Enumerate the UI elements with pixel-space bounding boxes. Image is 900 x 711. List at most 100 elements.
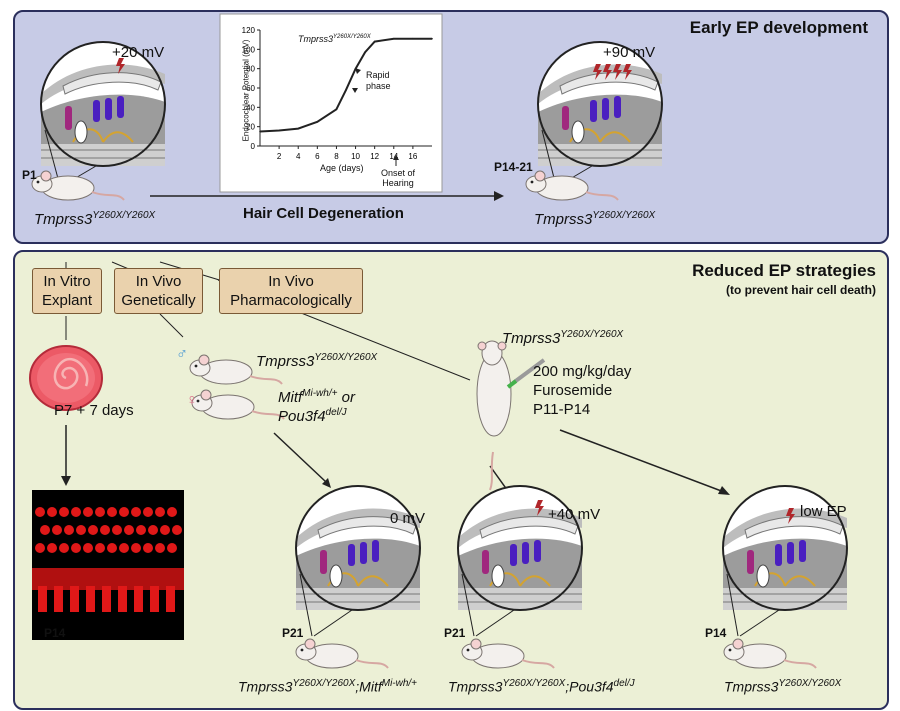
ihc-fluorescence: [86, 586, 95, 612]
x-tick-label: 14: [389, 152, 398, 161]
ohc-fluorescence: [35, 507, 45, 517]
ohc-fluorescence: [167, 507, 177, 517]
x-tick-label: 10: [351, 152, 360, 161]
y-tick-label: 40: [246, 103, 255, 112]
ohc-fluorescence: [100, 525, 110, 535]
ep-data-point: [392, 37, 395, 40]
drug-label: Furosemide: [533, 382, 613, 399]
result-1-voltage: 0 mV: [390, 510, 426, 527]
ohc-fluorescence: [131, 543, 141, 553]
y-tick-label: 0: [251, 142, 256, 151]
y-tick-label: 120: [242, 26, 256, 35]
ohc-fluorescence: [148, 525, 158, 535]
explant-age-label: P14: [44, 626, 66, 640]
ep-data-point: [297, 127, 300, 130]
ohc-fluorescence: [119, 543, 129, 553]
x-tick-label: 2: [277, 152, 282, 161]
ohc-fluorescence: [131, 507, 141, 517]
ohc-fluorescence: [136, 525, 146, 535]
ohc-fluorescence: [76, 525, 86, 535]
result-1-age: P21: [282, 626, 304, 640]
ohc-fluorescence: [88, 525, 98, 535]
female-symbol: ♀: [186, 392, 198, 409]
hair-cell-degeneration-label: Hair Cell Degeneration: [243, 205, 404, 222]
male-genotype: Tmprss3Y260X/Y260X: [256, 352, 378, 370]
ep-data-point: [364, 51, 366, 54]
ep-data-point: [259, 130, 261, 133]
left-age-label: P1: [22, 168, 37, 182]
ohc-fluorescence: [83, 543, 93, 553]
x-tick-label: 6: [315, 152, 320, 161]
ep-curve: [259, 37, 432, 133]
ohc-fluorescence: [47, 543, 57, 553]
ep-data-point: [335, 108, 338, 111]
ihc-fluorescence: [150, 586, 159, 612]
result-2-genotype: Tmprss3Y260X/Y260X;Pou3f4del/J: [448, 678, 635, 695]
x-tick-label: 8: [334, 152, 339, 161]
syringe-icon: [506, 358, 546, 389]
female-genotype-1: MitfMi-wh/+ or: [278, 388, 355, 406]
right-genotype: Tmprss3Y260X/Y260X: [534, 210, 656, 228]
result-3-voltage: low EP: [800, 503, 847, 520]
result-3-genotype: Tmprss3Y260X/Y260X: [724, 678, 842, 695]
ohc-fluorescence: [112, 525, 122, 535]
ohc-fluorescence: [47, 507, 57, 517]
result-3-age: P14: [705, 626, 727, 640]
early-ep-title: Early EP development: [689, 18, 868, 37]
ohc-fluorescence: [59, 543, 69, 553]
ohc-fluorescence: [155, 543, 165, 553]
treated-mouse: [476, 340, 512, 491]
ihc-fluorescence: [166, 586, 175, 612]
y-tick-label: 100: [242, 45, 256, 54]
ohc-fluorescence: [95, 507, 105, 517]
ohc-fluorescence: [172, 525, 182, 535]
ohc-fluorescence: [40, 525, 50, 535]
result-2-age: P21: [444, 626, 466, 640]
ep-data-point: [431, 37, 433, 40]
ep-data-point: [278, 129, 280, 132]
result-2-voltage: +40 mV: [548, 506, 601, 523]
treatment-days-label: P11-P14: [533, 401, 591, 418]
ep-data-point: [412, 37, 414, 40]
ohc-fluorescence: [71, 543, 81, 553]
left-genotype: Tmprss3Y260X/Y260X: [34, 210, 156, 228]
ohc-fluorescence: [107, 543, 117, 553]
ohc-fluorescence: [155, 507, 165, 517]
ihc-band: [32, 568, 184, 590]
ohc-fluorescence: [119, 507, 129, 517]
right-voltage-label: +90 mV: [603, 44, 656, 61]
x-tick-label: 12: [370, 152, 379, 161]
reduced-ep-title: Reduced EP strategies: [692, 261, 876, 280]
ohc-fluorescence: [83, 507, 93, 517]
y-tick-label: 80: [246, 65, 255, 74]
ohc-fluorescence: [35, 543, 45, 553]
pharm-genotype: Tmprss3Y260X/Y260X: [502, 329, 624, 347]
graph-title: Tmprss3Y260X/Y260X: [298, 34, 371, 44]
ohc-fluorescence: [59, 507, 69, 517]
ohc-fluorescence: [64, 525, 74, 535]
reduced-ep-subtitle: (to prevent hair cell death): [725, 283, 876, 297]
ohc-fluorescence: [160, 525, 170, 535]
male-symbol: ♂: [176, 346, 188, 363]
female-genotype-2: Pou3f4del/J: [278, 407, 347, 425]
ohc-fluorescence: [124, 525, 134, 535]
ihc-fluorescence: [118, 586, 127, 612]
left-voltage-label: +20 mV: [112, 44, 165, 61]
ohc-fluorescence: [107, 507, 117, 517]
ihc-fluorescence: [102, 586, 111, 612]
ihc-fluorescence: [54, 586, 63, 612]
ep-data-point: [316, 121, 319, 123]
ihc-fluorescence: [134, 586, 143, 612]
graph-ylabel: Endocochlear Potential (mV): [241, 39, 251, 142]
dose-label: 200 mg/kg/day: [533, 363, 632, 380]
ep-data-point: [345, 89, 347, 91]
result-1-genotype: Tmprss3Y260X/Y260X;MitfMi-wh/+: [238, 678, 418, 695]
right-age-label: P14-21: [494, 160, 533, 174]
ohc-fluorescence: [71, 507, 81, 517]
